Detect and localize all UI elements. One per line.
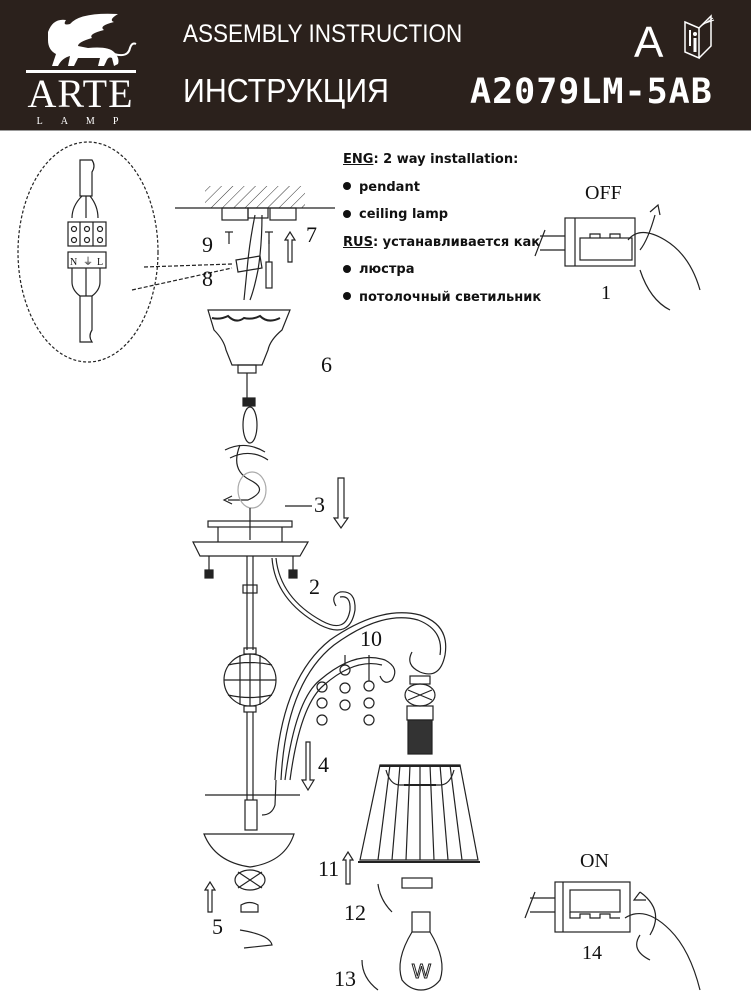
rotate-arrow-5	[239, 929, 273, 949]
bullet-icon	[343, 292, 351, 300]
central-stem	[223, 556, 277, 800]
switch-off-drawing	[534, 203, 701, 311]
switch-on-drawing	[524, 881, 701, 991]
step-label-2: 2	[309, 574, 320, 599]
wiring-detail	[17, 141, 233, 363]
bulb-wattage-mark: W	[412, 961, 431, 983]
rus-text: : устанавливается как	[372, 234, 541, 250]
switch-off-label: OFF	[585, 182, 622, 204]
shade-ring	[401, 877, 433, 889]
rus-item-text: потолочный светильник	[359, 289, 542, 305]
switch-on-label: ON	[580, 850, 609, 872]
step-label-3: 3	[314, 492, 325, 517]
step-label-8: 8	[202, 266, 213, 291]
bullet-icon	[343, 264, 351, 273]
step-label-11: 11	[318, 856, 340, 881]
arrow-down-3	[332, 477, 350, 530]
eng-heading: ENG: 2 way installation:	[343, 146, 541, 174]
arrow-up-11	[341, 850, 355, 885]
light-bulb	[399, 911, 443, 991]
switch-on-step: 14	[582, 942, 602, 964]
terminal-label-earth: ⏚	[83, 256, 93, 268]
title-english: ASSEMBLY INSTRUCTION	[183, 20, 463, 48]
canopy	[207, 309, 291, 398]
lampshade	[358, 764, 480, 863]
socket-assembly	[404, 675, 436, 755]
installation-notes: ENG: 2 way installation: pendant ceiling…	[343, 146, 541, 311]
eng-item: ceiling lamp	[343, 201, 541, 229]
eng-item: pendant	[343, 174, 541, 202]
rotate-arrow-12	[377, 883, 393, 913]
eng-item-text: ceiling lamp	[359, 207, 449, 222]
bullet-icon	[343, 209, 351, 218]
terminal-label-l: L	[97, 257, 103, 268]
step-label-9: 9	[202, 232, 213, 257]
brand-name: ARTE	[27, 71, 134, 116]
rus-item: потолочный светильник	[343, 284, 541, 312]
step-label-13: 13	[334, 966, 356, 991]
arrow-down-4	[300, 741, 316, 792]
rus-heading: RUS: устанавливается как	[343, 229, 541, 257]
eng-item-text: pendant	[359, 179, 420, 195]
header-banner: ARTE LAMP ASSEMBLY INSTRUCTION ИНСТРУКЦИ…	[0, 0, 751, 131]
crystal-drops	[316, 655, 375, 726]
step-label-12: 12	[344, 900, 366, 925]
mounting-plate	[192, 520, 310, 579]
step-label-6: 6	[321, 352, 332, 377]
title-russian: ИНСТРУКЦИЯ	[183, 72, 389, 109]
logo-rule	[26, 70, 136, 73]
step-label-5: 5	[212, 914, 223, 939]
model-number: A2079LM-5AB	[470, 72, 713, 112]
rus-label: RUS	[343, 234, 373, 250]
ceiling-mount	[175, 186, 335, 301]
rotate-arrow-13	[361, 959, 379, 991]
switch-off-step: 1	[601, 282, 611, 304]
arrow-up-5	[203, 880, 217, 913]
bottom-cup	[203, 794, 300, 913]
category-letter: A	[634, 18, 664, 67]
step-label-4: 4	[318, 752, 329, 777]
rus-item: люстра	[343, 256, 541, 284]
info-book-icon	[684, 14, 715, 60]
eng-text: : 2 way installation:	[373, 152, 519, 167]
step-label-10: 10	[360, 626, 382, 651]
brand-sub: LAMP	[36, 116, 137, 127]
bullet-icon	[343, 182, 351, 190]
terminal-label-n: N	[70, 257, 77, 268]
eng-label: ENG	[343, 152, 374, 167]
rus-item-text: люстра	[359, 262, 415, 277]
brand-logo: ARTE LAMP	[18, 12, 143, 127]
step-label-7: 7	[306, 222, 317, 247]
chain	[222, 397, 269, 540]
lamp-arm	[261, 557, 447, 816]
winged-lion-icon	[48, 13, 137, 66]
